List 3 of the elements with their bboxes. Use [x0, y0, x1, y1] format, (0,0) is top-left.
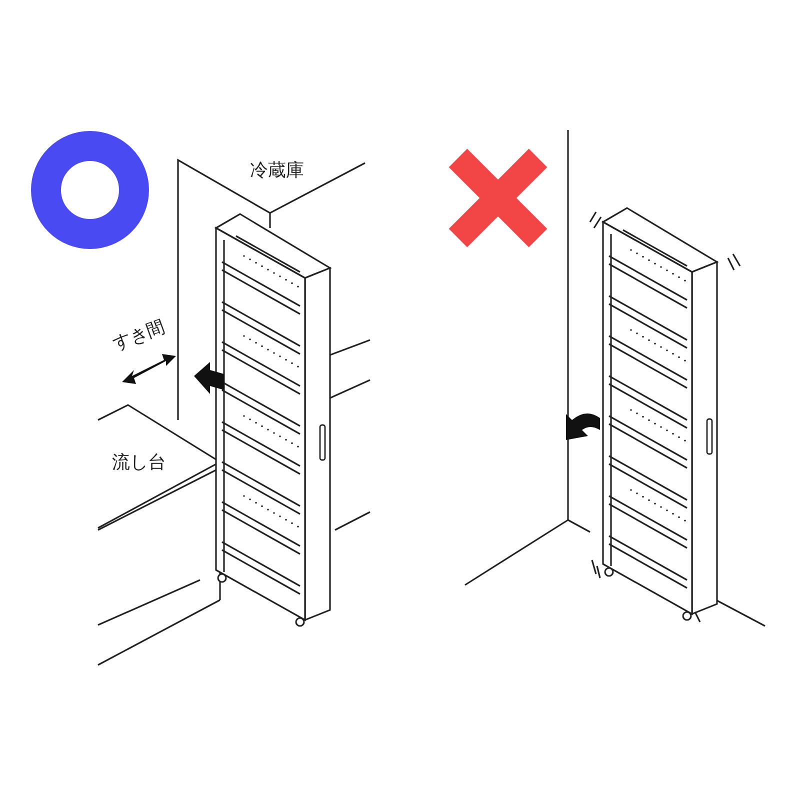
part-label: すき間	[110, 316, 168, 356]
part-label: 冷蔵庫	[250, 160, 304, 182]
part-label: 流し台	[112, 452, 166, 474]
